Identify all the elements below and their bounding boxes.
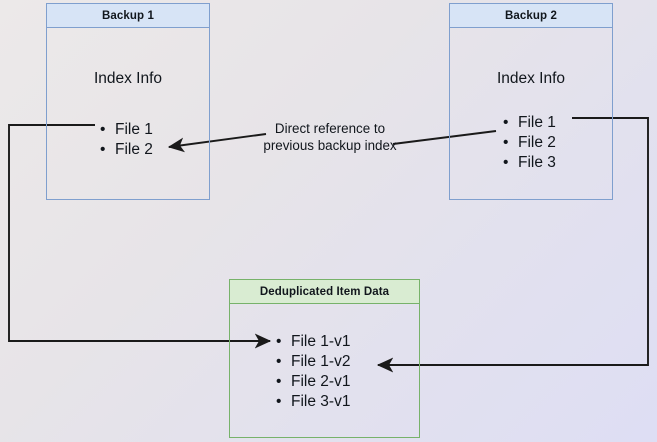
backup2-box[interactable]: Backup 2 Index Info File 1 File 2 File 3 bbox=[449, 3, 613, 200]
backup2-item-list: File 1 File 2 File 3 bbox=[503, 113, 556, 173]
dedup-box[interactable]: Deduplicated Item Data File 1-v1 File 1-… bbox=[229, 279, 420, 438]
direct-reference-line-1: Direct reference to bbox=[274, 121, 386, 136]
dedup-item-list: File 1-v1 File 1-v2 File 2-v1 File 3-v1 bbox=[276, 332, 350, 412]
list-item: File 1-v1 bbox=[276, 332, 350, 352]
list-item: File 3 bbox=[503, 153, 556, 173]
list-item: File 1 bbox=[503, 113, 556, 133]
backup1-index-info-label: Index Info bbox=[93, 70, 163, 87]
list-item: File 2 bbox=[100, 140, 153, 160]
backup2-body: Index Info File 1 File 2 File 3 bbox=[450, 28, 612, 199]
list-item: File 2-v1 bbox=[276, 372, 350, 392]
backup1-header: Backup 1 bbox=[47, 4, 209, 28]
dedup-title: Deduplicated Item Data bbox=[259, 285, 390, 298]
backup1-item-list: File 1 File 2 bbox=[100, 120, 153, 160]
list-item: File 2 bbox=[503, 133, 556, 153]
backup2-index-info-label: Index Info bbox=[496, 70, 566, 87]
backup1-title: Backup 1 bbox=[102, 9, 154, 22]
dedup-header: Deduplicated Item Data bbox=[230, 280, 419, 304]
list-item: File 1-v2 bbox=[276, 352, 350, 372]
dedup-body: File 1-v1 File 1-v2 File 2-v1 File 3-v1 bbox=[230, 304, 419, 437]
backup1-body: Index Info File 1 File 2 bbox=[47, 28, 209, 199]
backup1-box[interactable]: Backup 1 Index Info File 1 File 2 bbox=[46, 3, 210, 200]
direct-reference-label: Direct reference to previous backup inde… bbox=[250, 120, 410, 154]
direct-reference-line-2: previous backup index bbox=[263, 138, 397, 153]
list-item: File 3-v1 bbox=[276, 392, 350, 412]
backup2-title: Backup 2 bbox=[505, 9, 557, 22]
backup2-header: Backup 2 bbox=[450, 4, 612, 28]
list-item: File 1 bbox=[100, 120, 153, 140]
